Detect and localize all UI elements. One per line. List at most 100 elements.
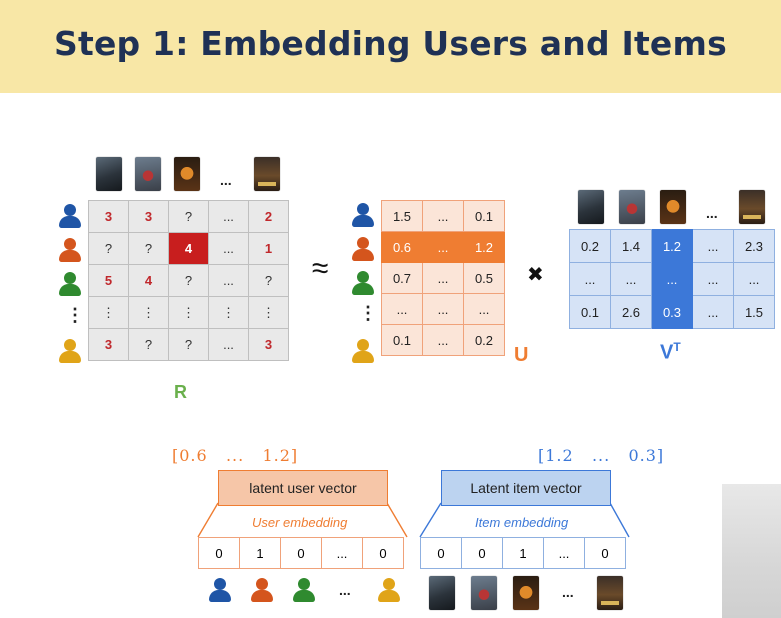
- item-latent-vector-values: [1.2 ... 0.3]: [538, 446, 665, 465]
- person-gold-icon: [59, 339, 81, 363]
- table-row: 3 ? ? ... 3: [88, 328, 289, 361]
- table-row: 0 1 0 ... 0: [198, 537, 404, 569]
- person-blue-icon: [59, 204, 81, 228]
- matrix-cell: 0.7: [381, 262, 423, 294]
- items-ellipsis: ...: [562, 584, 574, 600]
- movie-poster-1-icon: [578, 190, 604, 224]
- matrix-cell: 0.1: [381, 324, 423, 356]
- presenter-video-panel: [722, 484, 781, 618]
- matrix-cell: ⋮: [168, 296, 209, 329]
- person-green-icon: [293, 578, 315, 602]
- movie-poster-4-icon: [739, 190, 765, 224]
- movie-poster-4-icon: [597, 576, 623, 610]
- matrix-cell: ?: [88, 232, 129, 265]
- vector-cell: ...: [321, 537, 363, 569]
- person-blue-icon: [352, 203, 374, 227]
- matrix-cell: ⋮: [248, 296, 289, 329]
- movie-poster-1-icon: [429, 576, 455, 610]
- matrix-cell: 4: [128, 264, 169, 297]
- matrix-cell: 2.6: [610, 295, 652, 329]
- person-orange-icon: [251, 578, 273, 602]
- table-row: 1.5 ... 0.1: [381, 200, 505, 232]
- movie-poster-2-icon: [619, 190, 645, 224]
- latent-user-vector-box: latent user vector: [218, 470, 388, 506]
- latent-item-vector-box: Latent item vector: [441, 470, 611, 506]
- person-orange-icon: [59, 238, 81, 262]
- matrix-vt-label-sup: T: [673, 340, 681, 354]
- matrix-cell: ...: [208, 232, 249, 265]
- vector-cell: 0: [280, 537, 322, 569]
- matrix-cell: ?: [168, 328, 209, 361]
- table-row: 3 3 ? ... 2: [88, 200, 289, 233]
- users-ellipsis: ...: [339, 582, 351, 598]
- title-banner: Step 1: Embedding Users and Items: [0, 0, 781, 93]
- person-gold-icon: [352, 339, 374, 363]
- matrix-cell: ...: [463, 293, 505, 325]
- movie-poster-2-icon: [135, 157, 161, 191]
- vector-cell: 0: [461, 537, 503, 569]
- vector-cell: 1: [502, 537, 544, 569]
- matrix-r-label: R: [174, 382, 187, 402]
- movie-poster-4-icon: [254, 157, 280, 191]
- movie-poster-1-icon: [96, 157, 122, 191]
- matrix-cell: ...: [208, 328, 249, 361]
- matrix-vt-label: VT: [660, 340, 681, 365]
- vector-cell: 0: [420, 537, 462, 569]
- item-one-hot-vector: 0 0 1 ... 0: [420, 537, 626, 569]
- movie-poster-3-icon: [174, 157, 200, 191]
- table-row: ... ... ... ... ...: [569, 262, 775, 296]
- matrix-cell: ...: [422, 324, 464, 356]
- users-ellipsis: ⋮: [359, 303, 377, 323]
- movie-poster-2-icon: [471, 576, 497, 610]
- highlighted-cell: 4: [168, 232, 209, 265]
- vector-cell: ...: [543, 537, 585, 569]
- rating-matrix: 3 3 ? ... 2 ? ? 4 ... 1 5 4 ? ... ? ⋮ ⋮ …: [88, 200, 289, 361]
- highlighted-cell: ...: [651, 262, 693, 296]
- matrix-cell: ...: [692, 295, 734, 329]
- times-operator: ✖: [527, 264, 544, 286]
- matrix-cell: ?: [168, 200, 209, 233]
- table-row: ... ... ...: [381, 293, 505, 325]
- matrix-cell: 3: [88, 328, 129, 361]
- person-orange-icon: [352, 237, 374, 261]
- user-one-hot-vector: 0 1 0 ... 0: [198, 537, 404, 569]
- vector-cell: 0: [584, 537, 626, 569]
- matrix-u-label: U: [514, 344, 529, 366]
- vector-cell: 0: [362, 537, 404, 569]
- user-latent-vector-values: [0.6 ... 1.2]: [172, 446, 299, 465]
- matrix-cell: 1.2: [463, 231, 505, 263]
- person-green-icon: [59, 272, 81, 296]
- matrix-cell: 1: [248, 232, 289, 265]
- movie-poster-3-icon: [513, 576, 539, 610]
- approx-operator: ≈: [312, 252, 329, 285]
- matrix-vt-label-main: V: [660, 341, 674, 364]
- matrix-cell: ...: [422, 200, 464, 232]
- item-embedding-label: Item embedding: [475, 515, 569, 530]
- matrix-cell: ...: [381, 293, 423, 325]
- person-gold-icon: [378, 578, 400, 602]
- latent-user-vector-label: latent user vector: [249, 480, 357, 496]
- matrix-cell: 0.1: [463, 200, 505, 232]
- matrix-cell: 3: [88, 200, 129, 233]
- user-matrix-u: 1.5 ... 0.1 0.6 ... 1.2 0.7 ... 0.5 ... …: [381, 200, 505, 356]
- matrix-cell: ...: [208, 264, 249, 297]
- table-row: 0 0 1 ... 0: [420, 537, 626, 569]
- slide-title: Step 1: Embedding Users and Items: [54, 24, 727, 63]
- highlighted-cell: 0.3: [651, 295, 693, 329]
- matrix-cell: 0.2: [569, 229, 611, 263]
- table-row: 5 4 ? ... ?: [88, 264, 289, 297]
- table-row: 0.1 2.6 0.3 ... 1.5: [569, 295, 775, 329]
- matrix-cell: 0.1: [569, 295, 611, 329]
- matrix-cell: ?: [248, 264, 289, 297]
- items-ellipsis: ...: [706, 205, 718, 221]
- matrix-cell: ...: [733, 262, 775, 296]
- item-matrix-vt: 0.2 1.4 1.2 ... 2.3 ... ... ... ... ... …: [569, 229, 775, 329]
- users-ellipsis: ⋮: [66, 305, 84, 325]
- matrix-cell: ...: [692, 262, 734, 296]
- movie-poster-3-icon: [660, 190, 686, 224]
- matrix-cell: ...: [610, 262, 652, 296]
- table-row: 0.1 ... 0.2: [381, 324, 505, 356]
- user-embedding-label: User embedding: [252, 515, 348, 530]
- items-ellipsis: ...: [220, 172, 232, 188]
